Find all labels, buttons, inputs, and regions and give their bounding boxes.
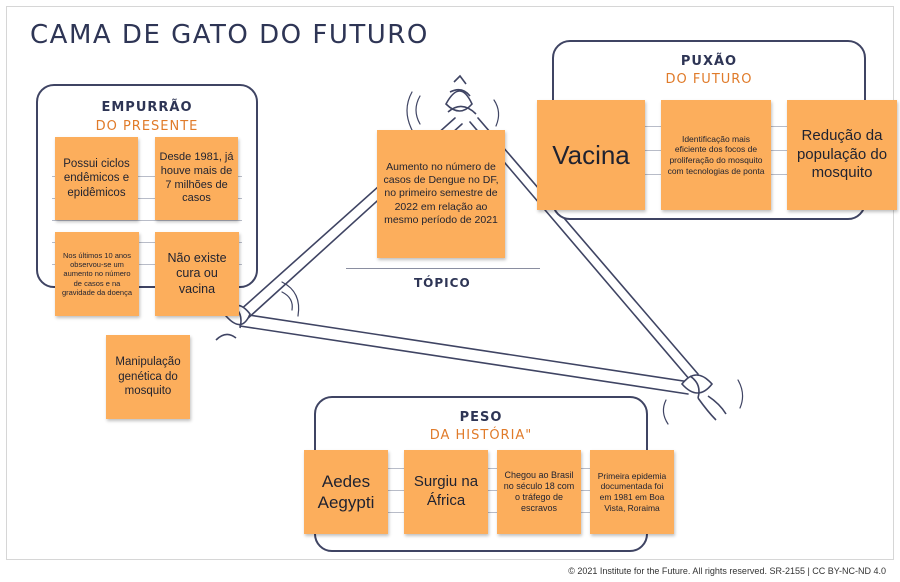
panel-rule [52,198,242,199]
sticky-note-push-4[interactable]: Não existe cura ou vacina [155,232,239,316]
panel-rule [52,176,242,177]
sticky-note-weight-3[interactable]: Chegou ao Brasil no século 18 com o tráf… [497,450,581,534]
weight-subheading: DA HISTÓRIA" [429,428,533,443]
page-title: CAMA DE GATO DO FUTURO [30,20,429,50]
sticky-note-pull-2[interactable]: Identificação mais eficiente dos focos d… [661,100,771,210]
pull-heading: PUXÃO [680,54,738,69]
sticky-note-weight-1[interactable]: Aedes Aegypti [304,450,388,534]
sticky-note-push-5[interactable]: Manipulação genética do mosquito [106,335,190,419]
sticky-note-push-2[interactable]: Desde 1981, já houve mais de 7 milhões d… [155,137,238,220]
sticky-note-weight-2[interactable]: Surgiu na África [404,450,488,534]
topic-rule [346,268,540,269]
push-subheading: DO PRESENTE [95,119,199,134]
sticky-note-weight-4[interactable]: Primeira epidemia documentada foi em 198… [590,450,674,534]
sticky-note-pull-3[interactable]: Redução da população do mosquito [787,100,897,210]
sticky-note-pull-1[interactable]: Vacina [537,100,645,210]
copyright-footer: © 2021 Institute for the Future. All rig… [568,566,886,576]
weight-heading: PESO [459,410,503,425]
top-knot-icon [445,74,477,115]
panel-rule [52,220,242,221]
sticky-note-push-1[interactable]: Possui ciclos endêmicos e epidêmicos [55,137,138,220]
push-heading: EMPURRÃO [101,100,193,115]
sticky-note-topic[interactable]: Aumento no número de casos de Dengue no … [377,130,505,258]
sticky-note-push-3[interactable]: Nos últimos 10 anos observou-se um aumen… [55,232,139,316]
right-knot-icon [680,374,727,421]
panel-rule [52,264,242,265]
topic-label: TÓPICO [414,276,471,290]
pull-subheading: DO FUTURO [665,72,753,87]
panel-rule [52,242,242,243]
